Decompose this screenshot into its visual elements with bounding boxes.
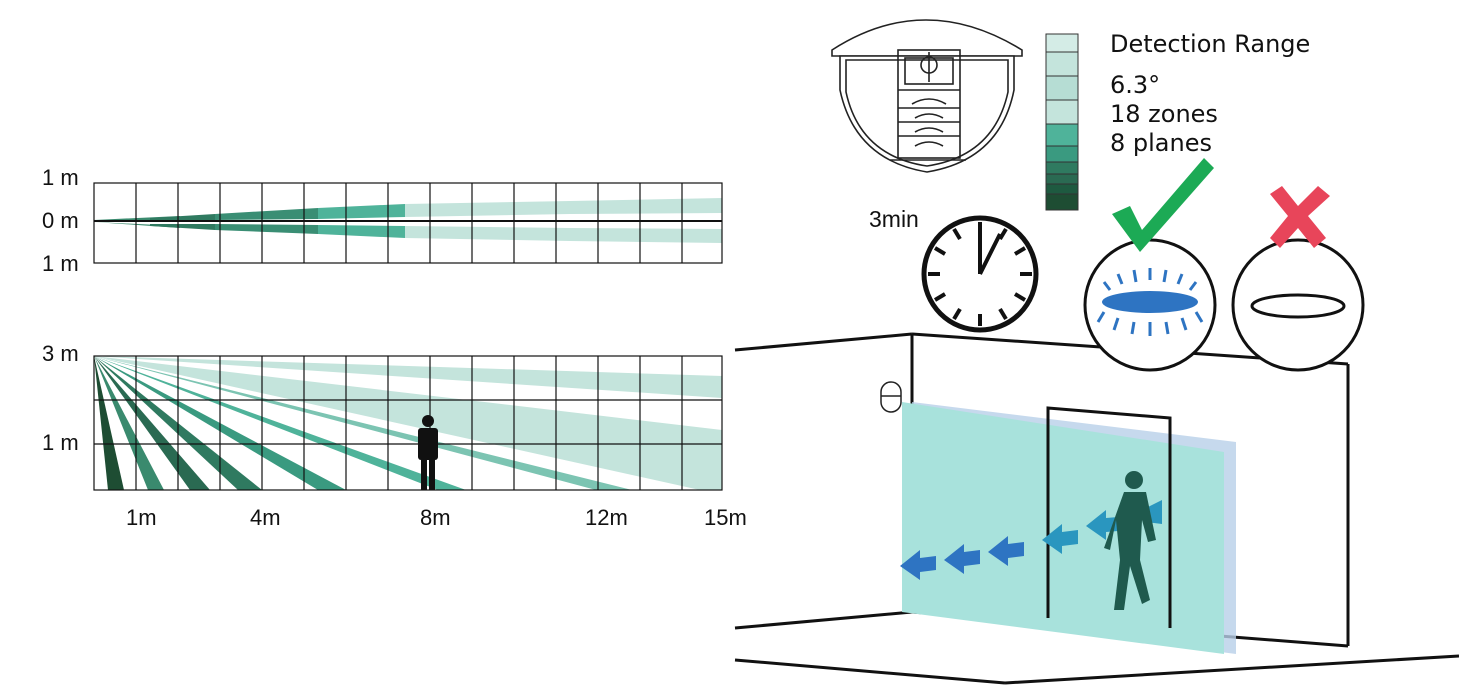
side-x-label-12m: 12m xyxy=(585,505,628,530)
top-beam-lower-6 xyxy=(570,228,722,243)
side-view-beams xyxy=(94,356,722,490)
top-view-chart xyxy=(93,182,723,264)
legend-swatch-7 xyxy=(1045,161,1079,175)
legend-swatch-4 xyxy=(1045,99,1079,125)
checkmark-icon xyxy=(1112,158,1214,252)
top-beam-lower-5 xyxy=(405,226,570,241)
motion-arrow-2 xyxy=(944,544,980,574)
top-view-grid xyxy=(93,182,723,264)
motion-arrow-3 xyxy=(988,536,1024,566)
side-x-label-15m: 15m xyxy=(704,505,747,530)
side-beam-4 xyxy=(94,356,466,490)
top-beam-upper-3 xyxy=(215,208,318,220)
side-beam-8 xyxy=(94,356,164,490)
cross-icon xyxy=(1270,186,1330,248)
side-beam-9 xyxy=(94,356,124,490)
top-y-label-lower: 1 m xyxy=(42,251,79,276)
clock-icon xyxy=(921,215,1039,333)
range-legend-bar xyxy=(1045,33,1079,211)
side-view-chart xyxy=(93,355,723,491)
side-beam-2 xyxy=(94,356,722,490)
legend-title: Detection Range xyxy=(1110,30,1311,58)
legend-swatch-5 xyxy=(1045,123,1079,147)
side-beam-1 xyxy=(94,356,722,398)
legend-planes: 8 planes xyxy=(1110,129,1212,157)
legend-swatch-1 xyxy=(1045,33,1079,53)
side-y-label-top: 3 m xyxy=(42,341,79,366)
walking-person-icon xyxy=(1104,471,1156,610)
motion-arrow-4 xyxy=(1042,524,1078,554)
detection-curtain xyxy=(902,402,1236,654)
door-frame xyxy=(1046,406,1172,628)
side-x-label-1m: 1m xyxy=(126,505,157,530)
side-beam-3 xyxy=(94,356,632,490)
led-on-icon xyxy=(1083,238,1217,372)
led-off-icon xyxy=(1231,238,1365,372)
top-beam-upper-6 xyxy=(570,198,722,214)
ceiling-sensor-icon xyxy=(831,19,1023,173)
top-beam-lower-4 xyxy=(318,225,405,238)
side-view-grid xyxy=(93,355,723,491)
legend-swatch-3 xyxy=(1045,75,1079,101)
timer-label: 3min xyxy=(869,206,919,232)
motion-arrow-1 xyxy=(900,550,936,580)
side-x-label-4m: 4m xyxy=(250,505,281,530)
side-x-label-8m: 8m xyxy=(420,505,451,530)
wall-sensor-icon xyxy=(880,381,902,413)
top-beam-lower-2 xyxy=(150,224,215,230)
top-beam-lower-3 xyxy=(215,224,318,234)
top-beam-upper-5 xyxy=(405,201,570,217)
side-beam-7 xyxy=(94,356,210,490)
top-view-beams xyxy=(94,198,722,243)
legend-swatch-10 xyxy=(1045,193,1079,211)
legend-swatch-9 xyxy=(1045,183,1079,195)
legend-swatch-2 xyxy=(1045,51,1079,77)
legend-zones: 18 zones xyxy=(1110,100,1218,128)
top-y-label-center: 0 m xyxy=(42,208,79,233)
top-beam-upper-4 xyxy=(318,204,405,219)
standing-person-icon xyxy=(418,415,438,490)
side-y-label-mid: 1 m xyxy=(42,430,79,455)
top-y-label-upper: 1 m xyxy=(42,165,79,190)
legend-swatch-6 xyxy=(1045,145,1079,163)
legend-angle: 6.3° xyxy=(1110,71,1161,99)
legend-swatch-8 xyxy=(1045,173,1079,185)
